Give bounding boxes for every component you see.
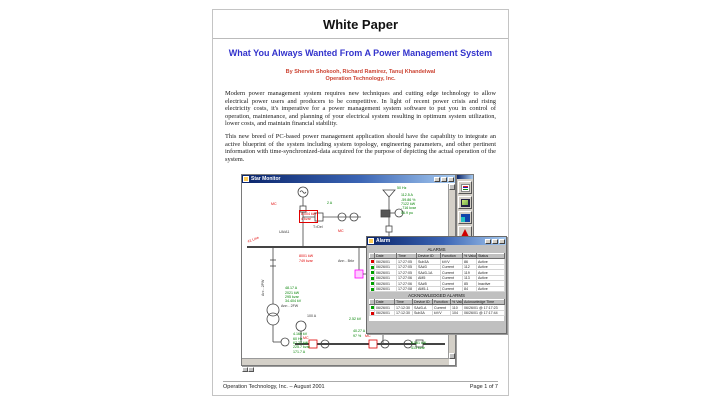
report-icon[interactable] — [458, 181, 472, 195]
diagram-label: 8.581 kW 413 kvar — [411, 341, 427, 350]
alarm-app-icon — [368, 238, 374, 245]
flagged-breaker-symbol — [354, 269, 364, 279]
col-header: % Value — [450, 299, 463, 306]
diagram-label: 4.160 kV 60 Hz 67.27 kW 225.7 kvar 171.7… — [293, 332, 310, 354]
monitor-icon[interactable] — [458, 196, 472, 210]
breaker-symbol — [299, 205, 307, 213]
alarm-window-titlebar[interactable]: Alarm — [367, 237, 506, 246]
scroll-up-arrow[interactable] — [449, 184, 455, 191]
chart-icon[interactable] — [458, 211, 472, 225]
acknowledged-alarms-table: Date Time Device ID Function % Value Ack… — [369, 299, 505, 317]
alarm-indicator — [371, 282, 374, 286]
diagram-label: 50 Hz — [397, 186, 407, 191]
close-button[interactable] — [499, 238, 505, 244]
embedded-screenshot: Star Monitor — [223, 172, 507, 374]
diagram-label: MC — [338, 229, 344, 234]
transformer-symbol — [266, 303, 280, 317]
monitor-window-titlebar[interactable]: Star Monitor — [242, 175, 455, 184]
monitor-window-title: Star Monitor — [251, 176, 281, 183]
maximize-button[interactable] — [492, 238, 498, 244]
diagram-label: UA/A1 — [279, 230, 290, 235]
app-icon — [243, 176, 249, 183]
scroll-down-arrow[interactable] — [449, 353, 455, 360]
paragraph-2: This new breed of PC-based power managem… — [225, 132, 496, 163]
alarm-indicator — [371, 287, 374, 291]
footer-left: Operation Technology, Inc. – August 2001 — [223, 384, 325, 390]
chart-glyph — [460, 213, 470, 222]
diagram-label: MC — [303, 336, 309, 341]
footer-right: Page 1 of 7 — [469, 384, 498, 390]
alarm-glyph — [461, 228, 469, 237]
diagram-label: Ann - Brkr — [338, 259, 355, 264]
alarm-indicator — [371, 306, 374, 310]
alarms-table: Date Time Device ID Function % Value Sta… — [369, 253, 505, 293]
diagram-label: 40.27 A 97 % — [353, 329, 366, 338]
close-button[interactable] — [448, 176, 454, 182]
diagram-label: 112.5 A -59.86 % 7122 kW -716 kvar 56.9 … — [401, 193, 416, 215]
alarm-indicator — [371, 260, 374, 264]
col-header: Device ID — [412, 299, 433, 306]
alarm-window-title: Alarm — [376, 238, 391, 245]
utility-symbol — [382, 189, 396, 198]
page-header-title: White Paper — [213, 10, 508, 39]
paragraph-1: Modern power management system requires … — [225, 90, 496, 128]
col-header: % Value — [462, 253, 477, 260]
diagram-label: 8.004 kW 4 kvar — [299, 210, 319, 223]
maximize-button[interactable] — [441, 176, 447, 182]
diagram-label: 2 A — [327, 201, 333, 206]
scroll-left-arrow[interactable] — [242, 367, 248, 373]
col-header: Status — [476, 253, 505, 260]
alarm-indicator — [371, 271, 374, 275]
diagram-label: MC — [271, 202, 277, 207]
toolbar-titlebar[interactable] — [457, 175, 473, 180]
diagram-label: 48.17 A 2021 kW 295 kvar 34.404 kV — [285, 286, 302, 304]
diagram-label: 2.52 kV — [349, 317, 362, 322]
motor-symbol — [308, 339, 318, 349]
horizontal-scrollbar[interactable] — [242, 358, 449, 373]
document-page: White Paper What You Always Wanted From … — [212, 9, 509, 396]
byline: By Shervin Shokooh, Richard Ramirez, Tan… — [285, 69, 436, 75]
col-header: Acknowledge Time — [462, 299, 505, 306]
diagram-label: Ann - 2FW — [281, 304, 299, 309]
doc-title: What You Always Wanted From A Power Mana… — [228, 48, 493, 58]
alarm-window: Alarm ALARMS Date Time Device ID Fu — [366, 236, 507, 335]
report-glyph — [460, 183, 470, 192]
motor-symbol — [368, 339, 378, 349]
scroll-right-arrow[interactable] — [248, 367, 254, 373]
monitor-window: Star Monitor — [241, 174, 456, 373]
diagram-label: MC — [365, 334, 371, 339]
minimize-button[interactable] — [485, 238, 491, 244]
organization: Operation Technology, Inc. — [325, 76, 396, 82]
page-footer: Operation Technology, Inc. – August 2001… — [223, 381, 498, 390]
acknowledged-alarms-heading: ACKNOWLEDGED ALARMS — [408, 293, 465, 299]
minimize-button[interactable] — [434, 176, 440, 182]
monitor-glyph — [460, 198, 470, 207]
alarm-indicator — [371, 265, 374, 269]
meter-symbol — [295, 320, 307, 332]
alarm-indicator — [371, 311, 374, 315]
diagram-label: 8001 kW 749 kvar — [299, 254, 314, 263]
alarms-heading: ALARMS — [427, 247, 446, 253]
diagram-label: 100 A — [307, 314, 317, 319]
diagram-label: Arc - 2PW — [261, 279, 265, 297]
diagram-label: T>Del — [313, 225, 323, 230]
alarm-indicator — [371, 276, 374, 280]
